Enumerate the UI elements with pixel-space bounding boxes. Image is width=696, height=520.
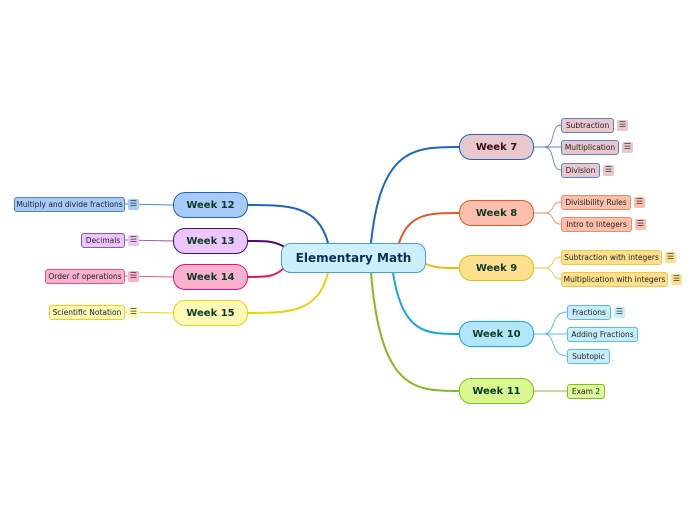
topic-label: Week 13 [186,235,235,247]
subtopic-line [534,267,562,280]
topic-week-8[interactable]: Week 8 [459,200,534,226]
note-icon[interactable]: ☰ [671,273,682,285]
subtopic[interactable]: Divisibility Rules [561,194,631,210]
central-topic-label: Elementary Math [295,251,412,265]
subtopic-line [534,124,562,148]
branch-line-w7 [370,146,460,244]
subtopic-label: Division [565,165,596,175]
subtopic-label: Intro to Integers [566,219,627,229]
note-icon[interactable]: ☰ [128,270,139,282]
subtopic-label: Subtraction [565,120,610,130]
branch-line-w10 [392,272,460,335]
subtopic-label: Divisibility Rules [565,197,627,207]
note-icon[interactable]: ☰ [603,164,614,176]
subtopic[interactable]: Division [561,162,600,178]
branch-line-w9 [425,263,460,269]
note-icon[interactable]: ☰ [622,141,633,153]
subtopic[interactable]: Adding Fractions [567,326,638,342]
topic-week-9[interactable]: Week 9 [459,255,534,281]
subtopic-line [534,333,568,357]
subtopic-line [534,201,562,214]
subtopic-label: Order of operations [48,271,122,281]
subtopic-label: Exam 2 [571,386,601,396]
topic-label: Week 8 [475,207,518,219]
subtopic-line [534,256,562,269]
topic-week-7[interactable]: Week 7 [459,134,534,160]
note-icon[interactable]: ☰ [635,218,646,230]
topic-week-15[interactable]: Week 15 [173,300,248,326]
note-icon[interactable]: ☰ [128,198,139,210]
branch-line-w11 [370,272,460,392]
subtopic[interactable]: Decimals [81,232,125,248]
subtopic-label: Subtraction with integers [564,252,659,262]
branch-line-w12 [247,204,329,244]
subtopic[interactable]: Multiplication [561,139,619,155]
note-icon[interactable]: ☰ [634,196,645,208]
subtopic-line [534,212,562,225]
topic-label: Week 12 [186,199,235,211]
branch-line-w15 [247,272,329,314]
subtopic[interactable]: Subtopic [567,348,610,364]
subtopic-label: Multiplication [564,142,616,152]
note-icon[interactable]: ☰ [128,306,139,318]
central-topic[interactable]: Elementary Math [281,243,426,273]
topic-label: Week 11 [472,385,521,397]
subtopic[interactable]: Multiply and divide fractions [14,196,125,212]
subtopic[interactable]: Order of operations [45,268,125,284]
note-icon[interactable]: ☰ [128,234,139,246]
branch-line-w8 [398,212,460,244]
note-icon[interactable]: ☰ [617,119,628,131]
topic-week-13[interactable]: Week 13 [173,228,248,254]
note-icon[interactable]: ☰ [614,306,625,318]
subtopic[interactable]: Scientific Notation [49,304,125,320]
topic-label: Week 7 [475,141,518,153]
subtopic[interactable]: Exam 2 [567,383,605,399]
subtopic-label: Multiply and divide fractions [16,199,123,209]
topic-label: Week 14 [186,271,235,283]
subtopic[interactable]: Subtraction with integers [561,249,662,265]
subtopic-label: Adding Fractions [571,329,634,339]
topic-label: Week 10 [472,328,521,340]
branch-line-w14 [247,265,287,278]
subtopic[interactable]: Intro to Integers [561,216,632,232]
topic-label: Week 15 [186,307,235,319]
topic-week-12[interactable]: Week 12 [173,192,248,218]
branch-line-w13 [247,240,287,249]
topic-week-10[interactable]: Week 10 [459,321,534,347]
subtopic-label: Scientific Notation [52,307,122,317]
subtopic-line [534,146,562,171]
subtopic[interactable]: Subtraction [561,117,614,133]
subtopic-label: Fractions [572,307,606,317]
subtopic-label: Decimals [85,235,121,245]
subtopic-label: Multiplication with integers [563,274,666,284]
topic-week-11[interactable]: Week 11 [459,378,534,404]
topic-week-14[interactable]: Week 14 [173,264,248,290]
subtopic-line [534,311,568,335]
subtopic-label: Subtopic [572,351,605,361]
subtopic[interactable]: Multiplication with integers [561,271,668,287]
note-icon[interactable]: ☰ [665,251,676,263]
subtopic[interactable]: Fractions [567,304,611,320]
topic-label: Week 9 [475,262,518,274]
